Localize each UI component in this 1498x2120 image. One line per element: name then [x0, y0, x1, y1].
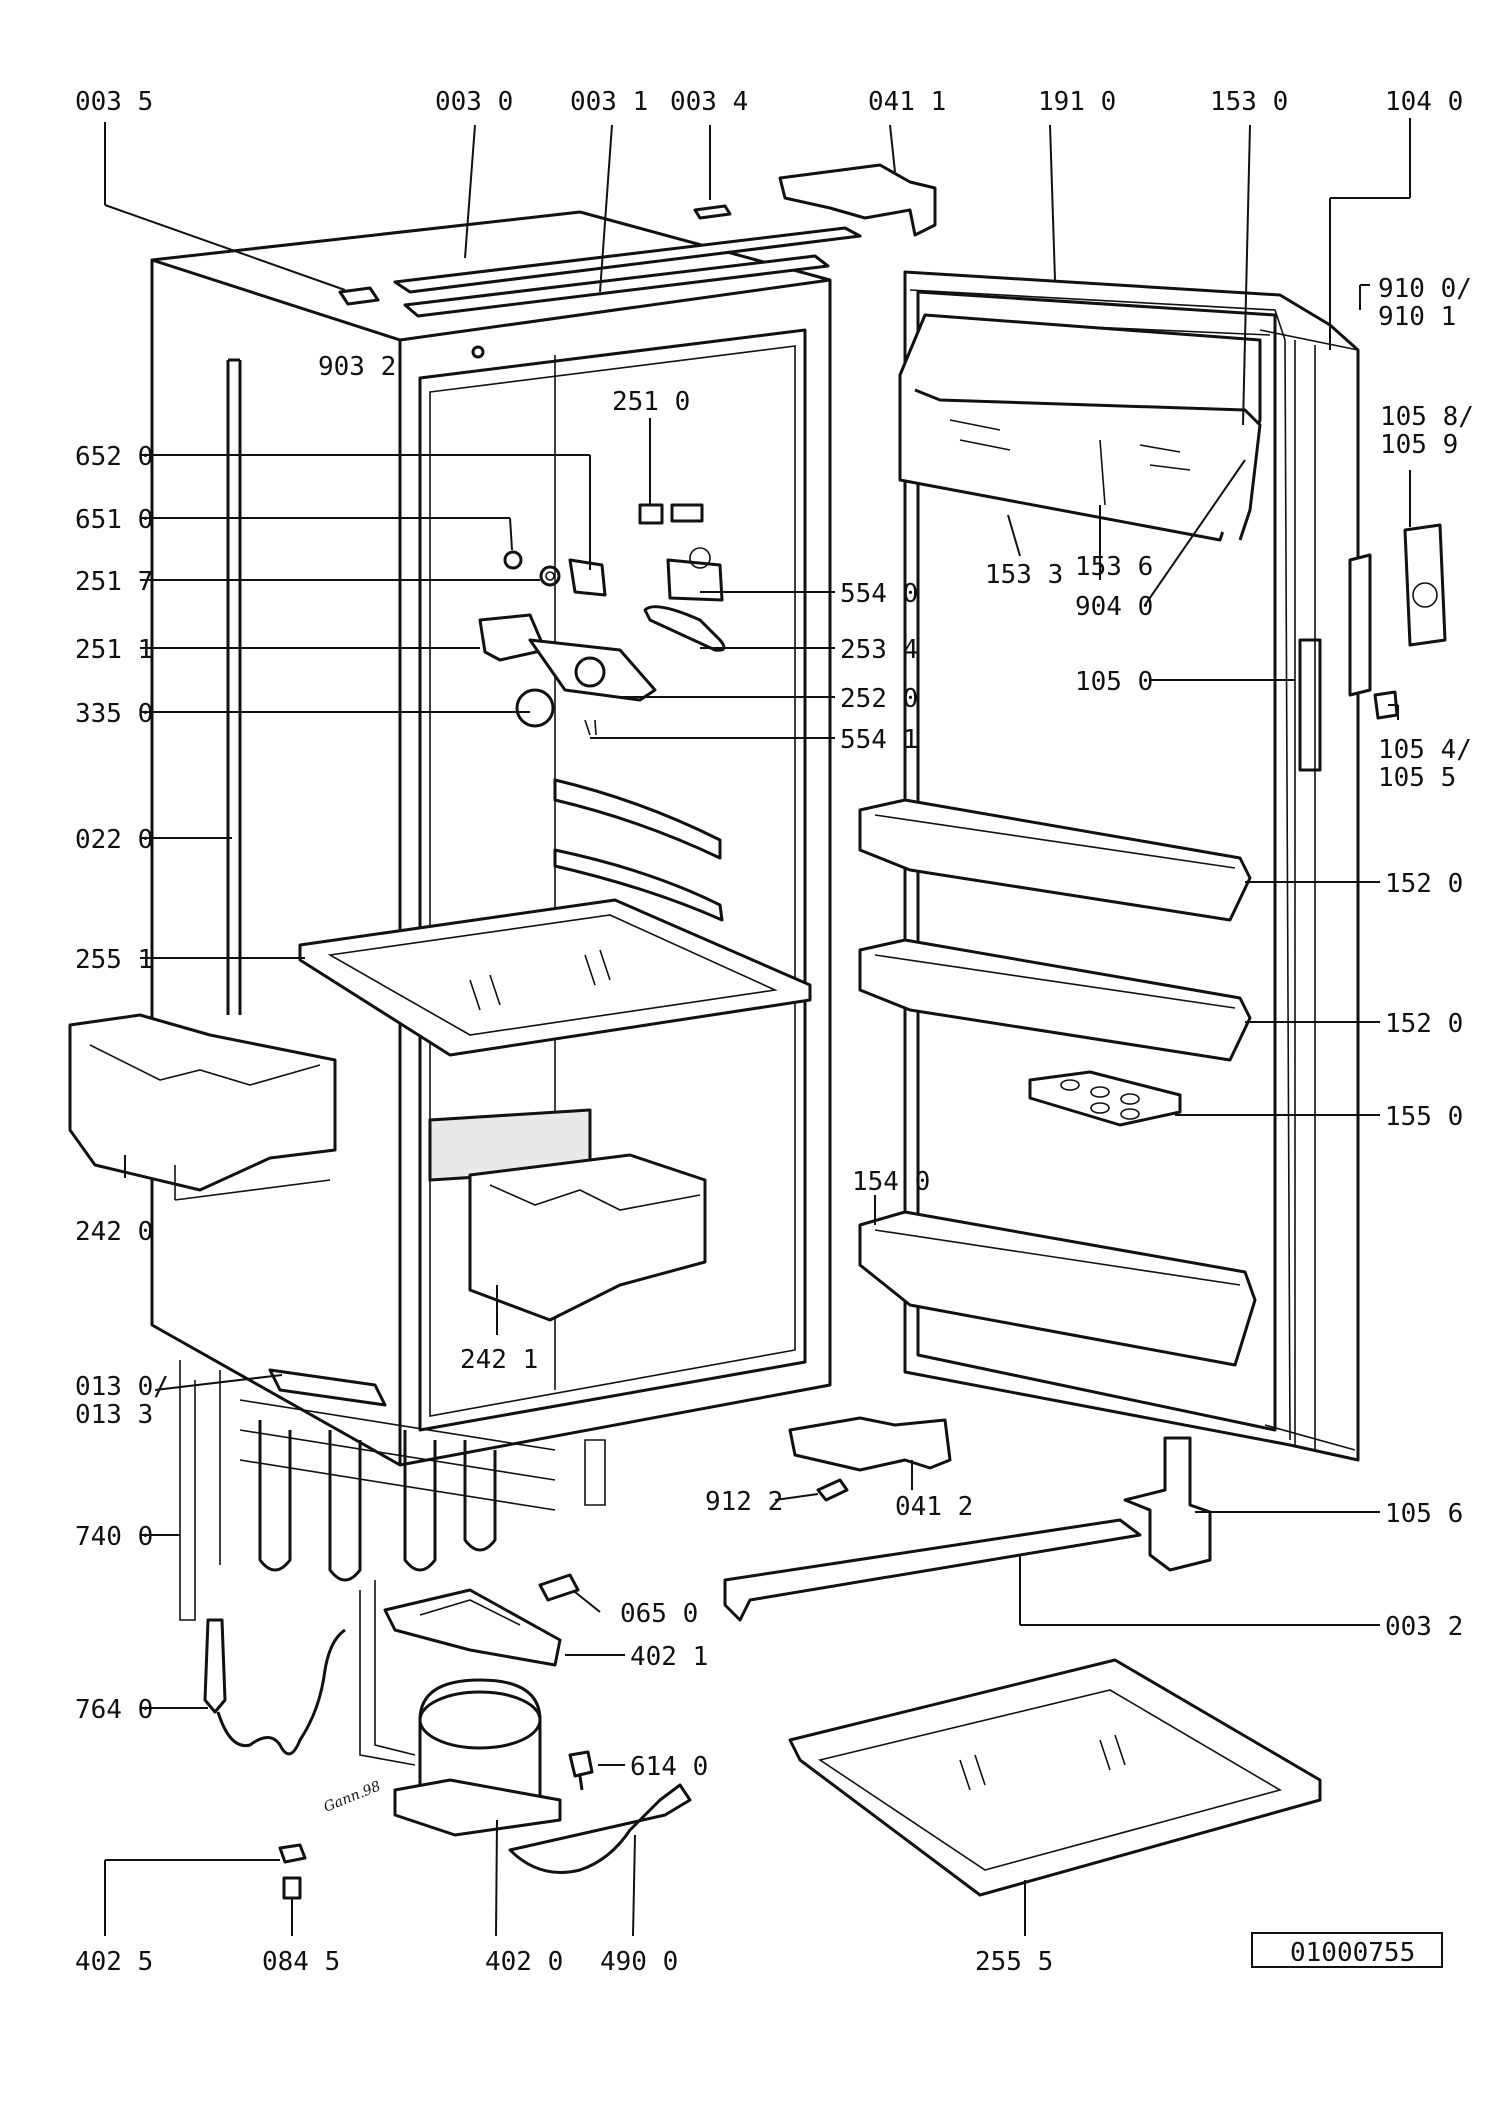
label-0411: 041 1: [868, 87, 946, 117]
label-2511: 251 1: [75, 635, 153, 665]
label-1056: 105 6: [1385, 1499, 1463, 1529]
relay-6140: [568, 1750, 594, 1791]
label-0035: 003 5: [75, 87, 153, 117]
shelf-rails: [553, 778, 724, 922]
label-9100: 910 0/: [1378, 274, 1472, 304]
label-0032: 003 2: [1385, 1612, 1463, 1642]
label-1536: 153 6: [1075, 552, 1153, 582]
label-6520: 652 0: [75, 442, 153, 472]
hinge-0411: [778, 163, 937, 237]
label-1910: 191 0: [1038, 87, 1116, 117]
bottle-shelf-1540: [858, 1210, 1257, 1367]
label-1520b: 152 0: [1385, 1009, 1463, 1039]
tube-0220: [226, 358, 242, 1015]
label-0030: 003 0: [435, 87, 513, 117]
label-4020: 402 0: [485, 1947, 563, 1977]
label-0133: 013 3: [75, 1400, 153, 1430]
label-1058: 105 8/: [1380, 402, 1474, 432]
label-4900: 490 0: [600, 1947, 678, 1977]
label-0031: 003 1: [570, 87, 648, 117]
label-6510: 651 0: [75, 505, 153, 535]
part-1058-detail: [1412, 582, 1438, 608]
butter-compartment-1530: [898, 313, 1262, 542]
label-1040: 104 0: [1385, 87, 1463, 117]
compressor-4020: [359, 1580, 562, 1837]
door-seal-1910: [909, 289, 1291, 1441]
label-0034: 003 4: [670, 87, 748, 117]
label-9040: 904 0: [1075, 592, 1153, 622]
label-1050: 105 0: [1075, 667, 1153, 697]
label-9122: 912 2: [705, 1487, 783, 1517]
label-9032: 903 2: [318, 352, 396, 382]
label-2555: 255 5: [975, 1947, 1053, 1977]
crisper-2421: [428, 1108, 707, 1322]
door-shelf-1520-lower: [858, 938, 1252, 1062]
label-1550: 155 0: [1385, 1102, 1463, 1132]
label-7400: 740 0: [75, 1522, 153, 1552]
label-2421: 242 1: [460, 1345, 538, 1375]
label-4025: 402 5: [75, 1947, 153, 1977]
label-9101: 910 1: [1378, 302, 1456, 332]
mount-1056: [1123, 1436, 1212, 1572]
door-shelf-1520-upper: [858, 798, 1252, 922]
clip-4025: [278, 1843, 307, 1864]
clip-0034: [693, 204, 732, 220]
thermostat-group: [478, 503, 726, 736]
label-5541: 554 1: [840, 725, 918, 755]
label-2551: 255 1: [75, 945, 153, 975]
top-rail-0030: [393, 226, 862, 318]
screw-9032: [471, 345, 485, 359]
signature: Gann.98: [322, 1778, 384, 1815]
power-cord-4900: [508, 1783, 692, 1874]
clip-0035: [338, 286, 380, 306]
label-0412: 041 2: [895, 1492, 973, 1522]
capillary-7640: [203, 1618, 346, 1756]
label-5540: 554 0: [840, 579, 918, 609]
label-0845: 084 5: [262, 1947, 340, 1977]
screw-9122: [816, 1478, 849, 1502]
label-6140: 614 0: [630, 1752, 708, 1782]
glass-shelf-2555: [788, 1658, 1322, 1897]
label-2510: 251 0: [612, 387, 690, 417]
label-1059: 105 9: [1380, 430, 1458, 460]
glass-shelf-2551: [298, 898, 812, 1057]
document-code-box: 01000755: [1251, 1932, 1443, 1968]
label-4021: 402 1: [630, 1642, 708, 1672]
label-2420: 242 0: [75, 1217, 153, 1247]
label-1540: 154 0: [852, 1167, 930, 1197]
label-1055: 105 5: [1378, 763, 1456, 793]
labels: 003 5 003 0 003 1 003 4 041 1 191 0 153 …: [75, 87, 1474, 1977]
label-1520a: 152 0: [1385, 869, 1463, 899]
cylinder-0650: [538, 1573, 580, 1602]
condenser-7400: [179, 1360, 606, 1621]
label-2534: 253 4: [840, 635, 918, 665]
label-1054: 105 4/: [1378, 735, 1472, 765]
plinth-bar-0032: [723, 1518, 1142, 1622]
grommet-0845: [282, 1876, 302, 1900]
label-0650: 065 0: [620, 1599, 698, 1629]
label-7640: 764 0: [75, 1695, 153, 1725]
hinge-0412: [788, 1416, 952, 1472]
label-2520: 252 0: [840, 684, 918, 714]
label-1533: 153 3: [985, 560, 1063, 590]
label-1530: 153 0: [1210, 87, 1288, 117]
part-1058: [1403, 523, 1447, 647]
label-2517: 251 7: [75, 567, 153, 597]
egg-tray-1550: [1028, 1070, 1182, 1127]
document-code: 01000755: [1290, 1938, 1415, 1968]
crisper-2420: [68, 1013, 337, 1201]
leader-lines: [104, 118, 1411, 1937]
hinge-9100: [1348, 553, 1372, 697]
label-3350: 335 0: [75, 699, 153, 729]
label-0130: 013 0/: [75, 1372, 169, 1402]
label-0220: 022 0: [75, 825, 153, 855]
switch-1050: [1298, 638, 1322, 772]
